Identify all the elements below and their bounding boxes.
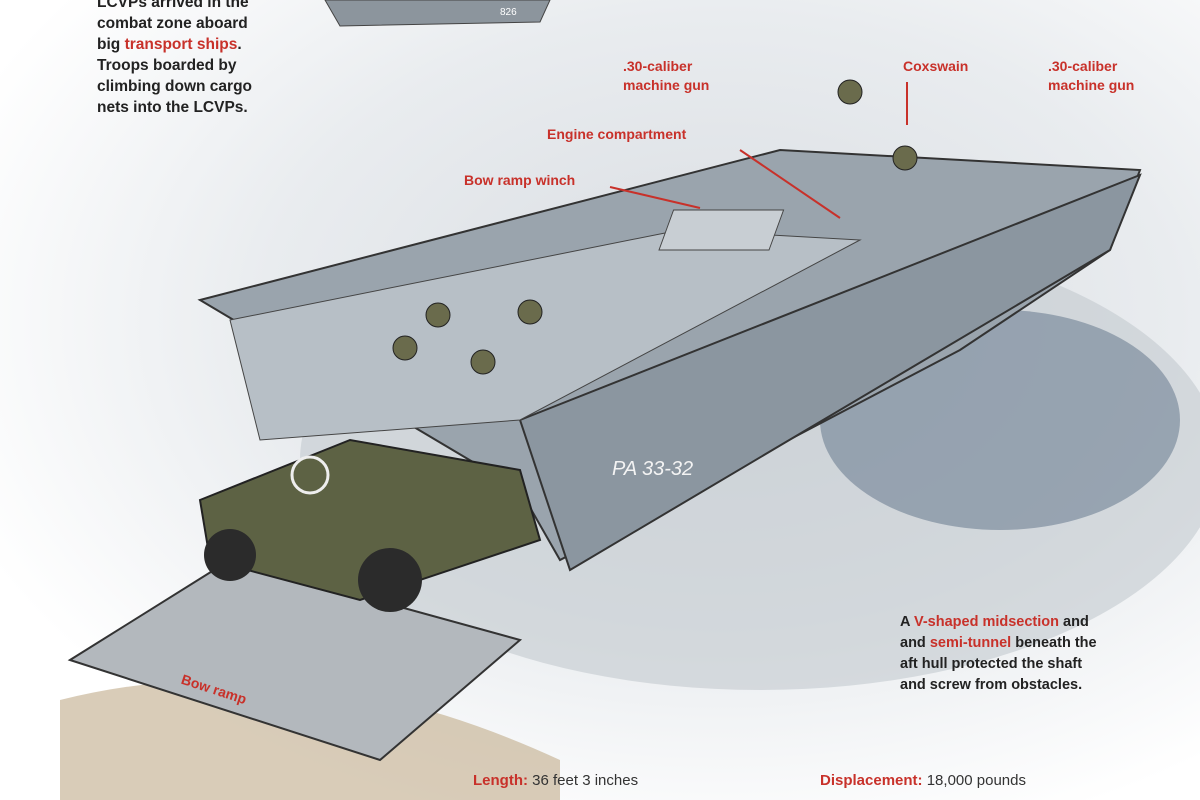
soldiers	[392, 79, 918, 375]
text: beneath the	[1011, 635, 1097, 651]
bow-ramp	[67, 558, 523, 762]
text: big	[97, 36, 125, 53]
label-mg-right: .30-caliber machine gun	[1048, 57, 1134, 95]
transport-ships-link[interactable]: transport ships	[124, 36, 238, 53]
transport-ship	[324, 0, 551, 27]
spec-length: Length: 36 feet 3 inches	[473, 772, 638, 789]
text: and	[900, 635, 930, 651]
hull-side	[518, 173, 1142, 572]
v-shaped-midsection-link[interactable]: V-shaped midsection	[913, 614, 1060, 630]
beach-sand	[60, 680, 560, 800]
hull-note: A V-shaped midsection and and semi-tunne…	[900, 612, 1097, 696]
label-winch: Bow ramp winch	[464, 172, 576, 188]
label-coxswain: Coxswain	[903, 58, 969, 74]
callout-arrows	[609, 82, 908, 219]
note-line: aft hull protected the shaft	[900, 656, 1083, 672]
intro-text: LCVPs arrived in the combat zone aboard …	[97, 0, 252, 118]
jeep-star	[290, 455, 330, 495]
intro-line: combat zone aboard	[97, 15, 248, 32]
jeep-wheel	[204, 529, 256, 581]
text: machine gun	[1048, 77, 1135, 93]
label-engine: Engine compartment	[547, 126, 687, 142]
intro-line: big transport ships.	[97, 34, 252, 55]
text: .	[237, 36, 242, 53]
ship-number: 826	[500, 7, 517, 18]
intro-line: LCVPs arrived in the	[97, 0, 249, 11]
jeep-wheel	[358, 548, 422, 612]
text: machine gun	[623, 77, 710, 93]
text: A	[900, 614, 914, 630]
text: .30-caliber	[623, 58, 693, 74]
note-line: and screw from obstacles.	[900, 677, 1083, 693]
intro-line: Troops boarded by	[97, 57, 237, 74]
spec-displacement: Displacement: 18,000 pounds	[820, 772, 1026, 789]
intro-line: nets into the LCVPs.	[97, 99, 248, 116]
text: .30-caliber	[1048, 58, 1118, 74]
spec-value: 18,000 pounds	[926, 772, 1026, 789]
text: and	[1059, 614, 1089, 630]
note-line: A V-shaped midsection and	[900, 612, 1097, 633]
spec-value: 36 feet 3 inches	[532, 772, 639, 789]
spec-label: Length:	[473, 772, 528, 789]
label-mg-left: .30-caliber machine gun	[623, 57, 709, 95]
intro-line: climbing down cargo	[97, 78, 253, 95]
semi-tunnel-link[interactable]: semi-tunnel	[929, 635, 1012, 651]
note-line: and semi-tunnel beneath the	[900, 633, 1097, 654]
spec-label: Displacement:	[820, 772, 923, 789]
boat-interior	[229, 229, 862, 441]
engine-compartment	[658, 209, 785, 251]
hull-number: PA 33-32	[612, 458, 693, 480]
